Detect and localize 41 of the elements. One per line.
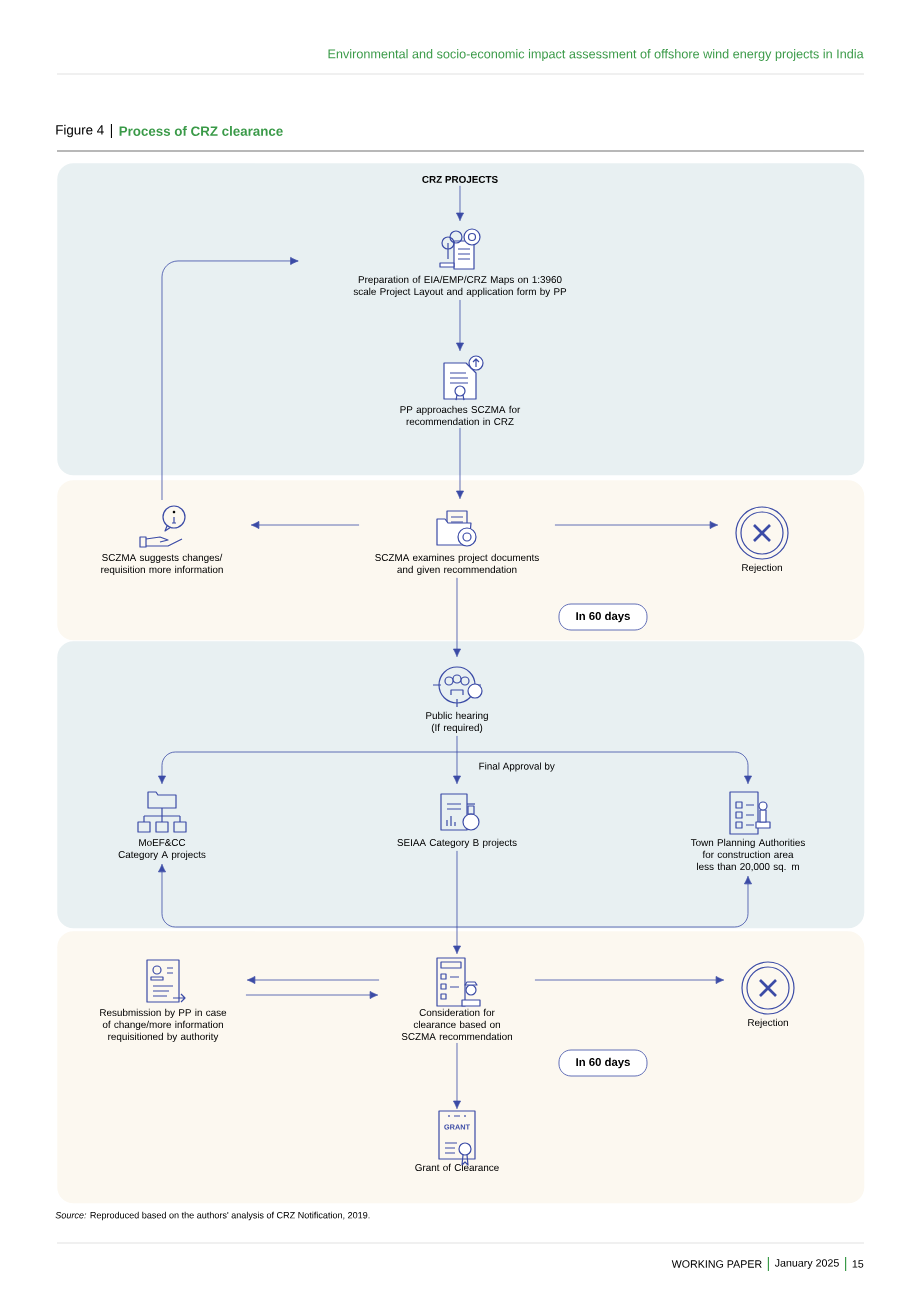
arrow [245, 991, 379, 999]
process-step: Resubmission by PP in case of change/more information requisitioned by authority [100, 1008, 227, 1042]
footer-label: WORKING PAPER [671, 1260, 762, 1268]
process-step: Grant of Clearance [415, 1163, 499, 1172]
footer-date: January 2025 [774, 1259, 839, 1269]
arrow [456, 185, 464, 222]
source-note: Source: Reproduced based on the authors' analysis of CRZ Notification, 2019. [55, 1211, 370, 1221]
duration-badge: In 60 days [558, 603, 648, 631]
process-step: Consideration for clearance based on SCZMA recommendation [401, 1008, 512, 1041]
background-band [57, 163, 865, 476]
arrow [554, 521, 719, 529]
figure-title: Process of CRZ clearance [119, 126, 283, 136]
duration-badge: In 60 days [558, 1049, 648, 1077]
edge-label: Final Approval by [477, 761, 557, 773]
arrow [158, 850, 752, 955]
page-number: 15 [852, 1260, 864, 1268]
arrow [250, 521, 360, 529]
process-step: SEIAA Category B projects [397, 838, 517, 848]
arrow [161, 257, 299, 501]
process-step: Public hearing (If required) [426, 711, 488, 733]
arrow [453, 1042, 461, 1110]
arrow [158, 735, 752, 785]
process-step: Preparation of EIA/EMP/CRZ Maps on 1:3960 scale Project Layout and application form by PP [353, 275, 567, 297]
arrow [456, 299, 464, 352]
process-step: Town Planning Authorities for construction area less than 20,000 sq. m [690, 838, 805, 872]
arrow [246, 976, 380, 984]
arrow [453, 577, 461, 658]
background-band [57, 931, 865, 1204]
process-step: Rejection [742, 563, 782, 573]
arrow [534, 976, 725, 984]
process-step: Rejection [748, 1018, 788, 1028]
arrow [456, 427, 464, 500]
running-header: Environmental and socio-economic impact assessment of offshore wind energy projects in India [328, 49, 864, 61]
background-band [57, 480, 865, 641]
figure-number: Figure 4 [56, 124, 104, 138]
process-step: PP approaches SCZMA for recommendation in CRZ [400, 405, 521, 426]
process-step: MoEF&CC Category A projects [118, 839, 206, 860]
background-band [57, 641, 865, 929]
start-label: CRZ PROJECTS [422, 175, 498, 183]
process-step: SCZMA examines project documents and given recommendation [375, 553, 539, 575]
process-step: SCZMA suggests changes/ requisition more information [101, 553, 223, 575]
